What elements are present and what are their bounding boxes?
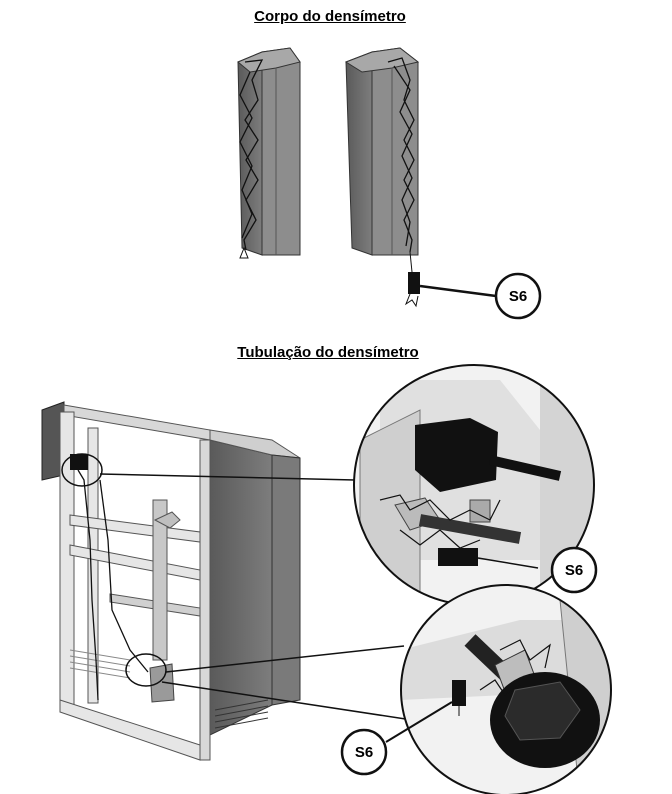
- callout-label: S6: [565, 562, 583, 579]
- callout-s6-lower-detail: S6: [340, 728, 388, 776]
- highlight-ring-upper: [61, 453, 103, 487]
- cable-end-marker: [239, 246, 249, 259]
- cable-wire: [243, 59, 264, 251]
- section-title-tubing: Tubulação do densímetro: [237, 344, 419, 361]
- densitometer-body-right: [344, 47, 497, 308]
- densitometer-body-left: [237, 47, 301, 259]
- detail-view-lower: [400, 584, 612, 794]
- callout-s6-upper-detail: S6: [550, 546, 598, 594]
- callout-leader: [419, 284, 497, 298]
- section-title-body: Corpo do densímetro: [254, 8, 406, 25]
- highlight-ring-lower: [125, 653, 167, 687]
- callout-label: S6: [509, 288, 527, 305]
- cabinet-assembly: [41, 401, 301, 761]
- sensor-s6-connector: [408, 272, 420, 294]
- callout-label: S6: [355, 744, 373, 761]
- callout-s6-top: S6: [494, 272, 542, 320]
